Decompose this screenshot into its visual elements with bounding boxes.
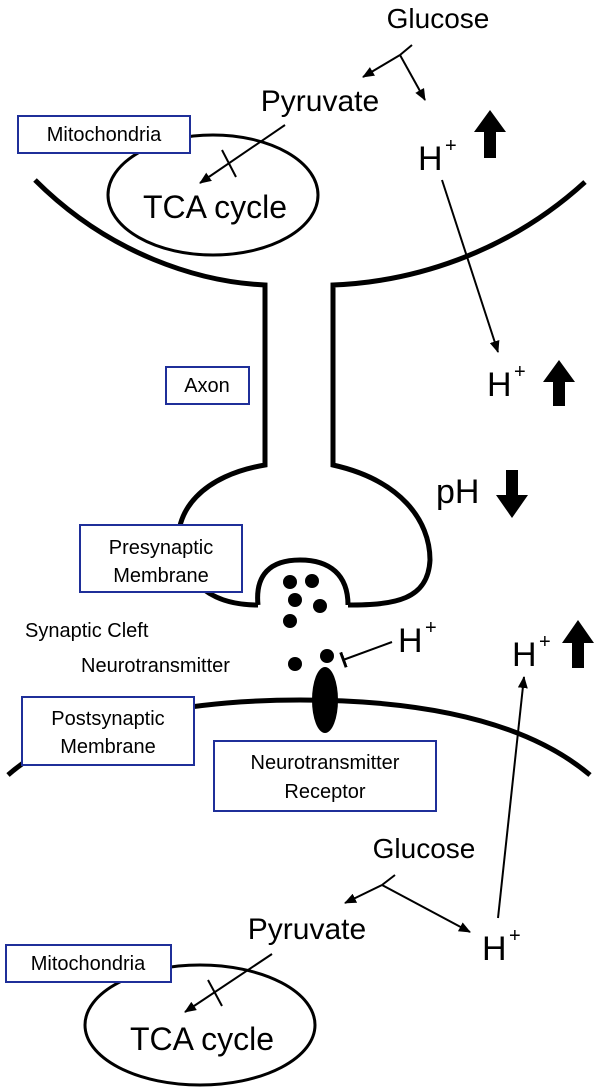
increase-arrow-icon (474, 110, 506, 158)
vesicle-dot (305, 574, 319, 588)
presynaptic-membrane-label-line2: Membrane (113, 565, 209, 587)
mitochondrion-top (106, 133, 320, 257)
neurotransmitter-molecule (320, 649, 334, 663)
tca-cycle-label-bottom: TCA cycle (130, 1021, 274, 1057)
increase-arrow-icon (562, 620, 594, 668)
presynaptic-membrane-box (79, 524, 243, 593)
glucose-to-pyruvate-arrow-bottom (344, 884, 383, 904)
glucose-to-h-arrow-bottom (381, 884, 471, 933)
vesicle-dot (283, 575, 297, 589)
postsynaptic-membrane-label-line2: Membrane (60, 736, 156, 758)
tca-cycle-label-top: TCA cycle (143, 189, 287, 225)
decrease-arrow-icon (496, 470, 528, 518)
glucose-branch-bottom (381, 874, 396, 886)
neurotransmitter-molecule (288, 657, 302, 671)
mitochondria-label-top: Mitochondria (47, 124, 162, 146)
axon-label: Axon (184, 375, 230, 397)
h-cleft-plus: + (425, 617, 437, 639)
h-bottom-label: H (482, 930, 507, 968)
pyruvate-to-tca-arrow-bottom (184, 953, 273, 1013)
neurotransmitter-label: Neurotransmitter (81, 655, 230, 677)
postsynaptic-membrane-box (21, 696, 195, 766)
glucose-label-bottom: Glucose (373, 833, 476, 864)
h-intracellular-label: H (418, 140, 443, 178)
neurotransmitter-receptor-label-line2: Receptor (284, 781, 365, 803)
increase-arrow-icon (543, 360, 575, 406)
vesicle-dot (288, 593, 302, 607)
h-extracellular-label: H (487, 366, 512, 404)
postsynaptic-membrane-label-line1: Postsynaptic (51, 708, 164, 730)
h-extracellular-plus: + (514, 361, 526, 383)
presynaptic-membrane-outline-right (330, 180, 587, 608)
block-mark-top (221, 149, 237, 178)
h-post-extracellular-label: H (512, 636, 537, 674)
mitochondria-box-bottom (5, 944, 172, 983)
mitochondria-box-top (17, 115, 191, 154)
neurotransmitter-receptor (312, 667, 338, 733)
h-intracellular-plus: + (445, 135, 457, 157)
h-post-extracellular-plus: + (539, 631, 551, 653)
neurotransmitter-receptor-box (213, 740, 437, 812)
pyruvate-label-bottom: Pyruvate (248, 913, 366, 946)
synaptic-cleft-label: Synaptic Cleft (25, 620, 149, 642)
h-inhibition-line (339, 641, 393, 668)
h-efflux-arrow (441, 179, 500, 353)
pyruvate-to-tca-arrow-top (199, 124, 286, 184)
axon-box (165, 366, 250, 405)
pyruvate-label-top: Pyruvate (261, 85, 379, 118)
glucose-label-top: Glucose (387, 3, 490, 34)
neurotransmitter-receptor-label-line1: Neurotransmitter (251, 752, 400, 774)
h-cleft-label: H (398, 622, 423, 660)
mitochondrion-bottom (83, 963, 317, 1087)
glucose-to-h-arrow (399, 54, 426, 101)
vesicle-dot (283, 614, 297, 628)
h-efflux-arrow-bottom (497, 676, 528, 919)
glucose-branch (399, 44, 413, 56)
h-bottom-plus: + (509, 925, 521, 947)
synaptic-vesicle (255, 557, 351, 606)
ph-label: pH (436, 473, 479, 511)
presynaptic-membrane-label-line1: Presynaptic (109, 537, 214, 559)
glucose-to-pyruvate-arrow (362, 54, 401, 78)
vesicle-dot (313, 599, 327, 613)
mitochondria-label-bottom: Mitochondria (31, 953, 146, 975)
block-mark-bottom (207, 979, 223, 1007)
